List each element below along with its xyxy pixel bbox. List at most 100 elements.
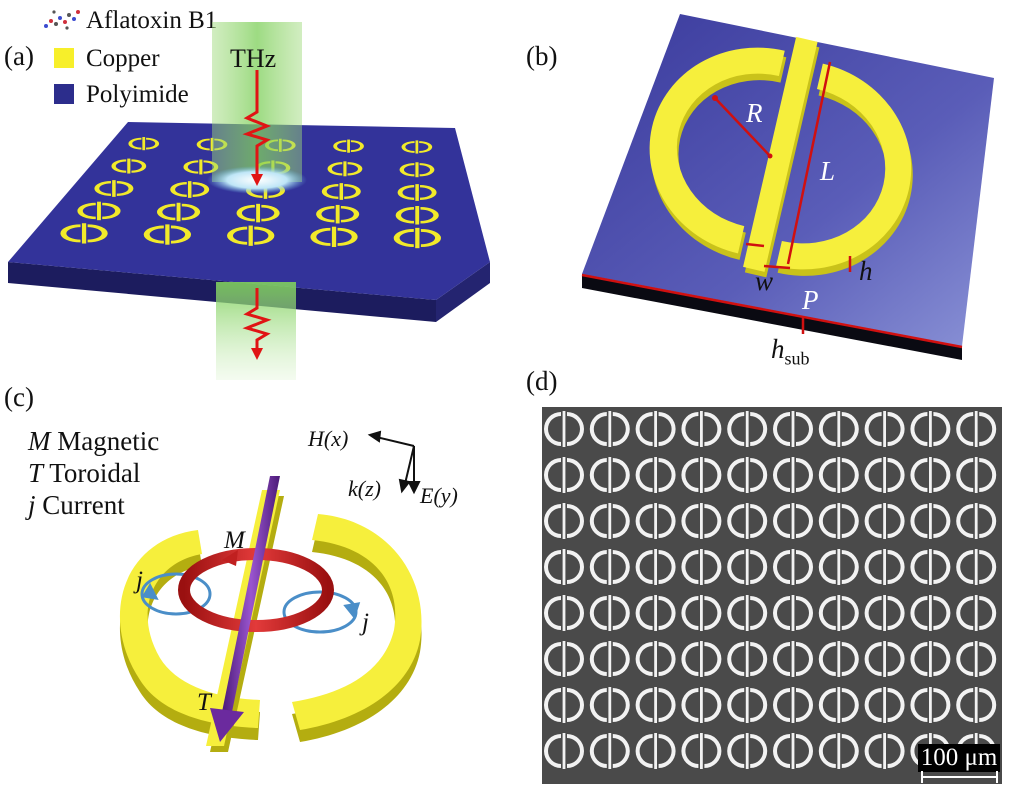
split-ring (649, 36, 913, 278)
label-j-left: j (136, 567, 143, 594)
panel-c: M Magnetic T Toroidal j Current H(x) k(z… (0, 390, 520, 791)
sem-unit-resonator (956, 503, 997, 539)
sem-unit-resonator (589, 595, 630, 631)
unit-resonator (401, 140, 433, 154)
panel-label-a: (a) (4, 41, 34, 71)
dim-label-R: R (746, 98, 763, 128)
sem-unit-resonator (910, 503, 951, 539)
sem-unit-resonator (544, 641, 584, 677)
panel-label-c: (c) (4, 382, 34, 412)
cell-substrate-side (582, 274, 962, 360)
unit-resonator (310, 226, 358, 248)
unit-resonator (156, 202, 201, 222)
sem-unit-resonator (681, 503, 722, 539)
sem-unit-resonator (727, 549, 768, 585)
legend-polyimide-label: Polyimide (86, 81, 189, 108)
dim-label-hsub-main: h (771, 334, 785, 364)
axis-label-H: H(x) (308, 426, 349, 451)
dim-label-L: L (820, 156, 836, 186)
unit-resonator (94, 180, 134, 197)
sem-unit-resonator (727, 411, 768, 447)
sem-unit-resonator (910, 411, 951, 447)
legend-toroidal: T Toroidal (28, 460, 140, 487)
polyimide-swatch (54, 84, 74, 104)
sem-unit-resonator (727, 503, 768, 539)
sem-unit-resonator (727, 687, 768, 723)
unit-resonator (143, 224, 192, 245)
sem-unit-resonator (773, 641, 813, 677)
unit-resonator (170, 181, 210, 198)
substrate-side-right (436, 262, 490, 322)
sem-unit-resonator (773, 687, 813, 723)
sem-unit-resonator (635, 457, 676, 493)
sem-unit-resonator (544, 687, 584, 723)
legend-sym-M: M (28, 426, 51, 456)
legend-aflatoxin-label: Aflatoxin B1 (86, 7, 218, 34)
center-bar (743, 36, 818, 272)
panel-a: Aflatoxin B1 Copper Polyimide (0, 0, 520, 390)
sem-unit-resonator (864, 733, 905, 769)
sem-unit-resonator (681, 411, 722, 447)
sem-unit-resonator (864, 595, 905, 631)
sem-unit-resonator (589, 503, 630, 539)
current-loop-right (282, 590, 361, 634)
thz-wave-incident (242, 70, 272, 180)
legend-text-toroidal: Toroidal (49, 458, 141, 488)
label-j-right: j (362, 609, 369, 636)
unit-resonator (327, 161, 363, 177)
sem-unit-resonator (818, 733, 859, 769)
sem-unit-resonator (864, 687, 905, 723)
sem-unit-resonator (544, 457, 584, 493)
sem-unit-resonator (910, 641, 951, 677)
sem-unit-resonator (773, 503, 813, 539)
panel-b: R L w h P hsub (520, 0, 1010, 380)
sem-unit-resonator (818, 411, 859, 447)
legend-current: j Current (28, 492, 125, 519)
dim-label-hsub-sub: sub (784, 348, 810, 369)
unit-resonator (227, 225, 275, 246)
unit-resonator (111, 158, 147, 174)
dim-label-hsub: hsub (771, 334, 810, 369)
unit-resonator (77, 201, 121, 221)
copper-swatch (54, 48, 74, 68)
sem-unit-resonator (635, 503, 676, 539)
sem-unit-resonator (818, 503, 859, 539)
axis-label-E: E(y) (420, 483, 458, 508)
sem-unit-resonator (544, 503, 584, 539)
sem-unit-resonator (773, 549, 813, 585)
sem-unit-resonator (635, 641, 676, 677)
unit-resonator (395, 205, 439, 225)
sem-unit-resonator (818, 549, 859, 585)
sem-unit-resonator (681, 687, 722, 723)
thz-wave-transmitted (242, 288, 272, 352)
sem-unit-resonator (773, 595, 813, 631)
molecule-icon (44, 10, 80, 30)
sem-unit-resonator (589, 549, 630, 585)
sem-unit-resonator (864, 503, 905, 539)
sem-unit-resonator (635, 733, 676, 769)
sem-unit-resonator (635, 687, 676, 723)
legend-text-current: Current (42, 490, 125, 520)
sem-unit-resonator (727, 595, 768, 631)
sem-unit-resonator (589, 641, 630, 677)
legend-sym-j: j (28, 490, 36, 520)
unit-resonator (399, 162, 435, 178)
sem-unit-resonator (956, 641, 997, 677)
unit-resonator (128, 137, 160, 151)
sem-unit-resonator (544, 733, 584, 769)
unit-resonator (393, 227, 441, 249)
sem-unit-resonator (956, 411, 997, 447)
sem-unit-resonator (589, 411, 630, 447)
panel-label-d: (d) (526, 366, 558, 396)
current-loop-left (140, 572, 212, 616)
sem-unit-resonator (864, 411, 905, 447)
sem-unit-resonator (818, 457, 859, 493)
dim-label-P: P (802, 285, 819, 315)
sem-unit-resonator (910, 457, 951, 493)
metamaterial-array-illustration (8, 22, 490, 380)
sem-unit-resonator (773, 733, 813, 769)
sem-unit-resonator (864, 641, 905, 677)
sem-micrograph: 100 μm (542, 407, 1002, 784)
sem-unit-resonator (589, 687, 630, 723)
unit-resonator (60, 223, 108, 244)
